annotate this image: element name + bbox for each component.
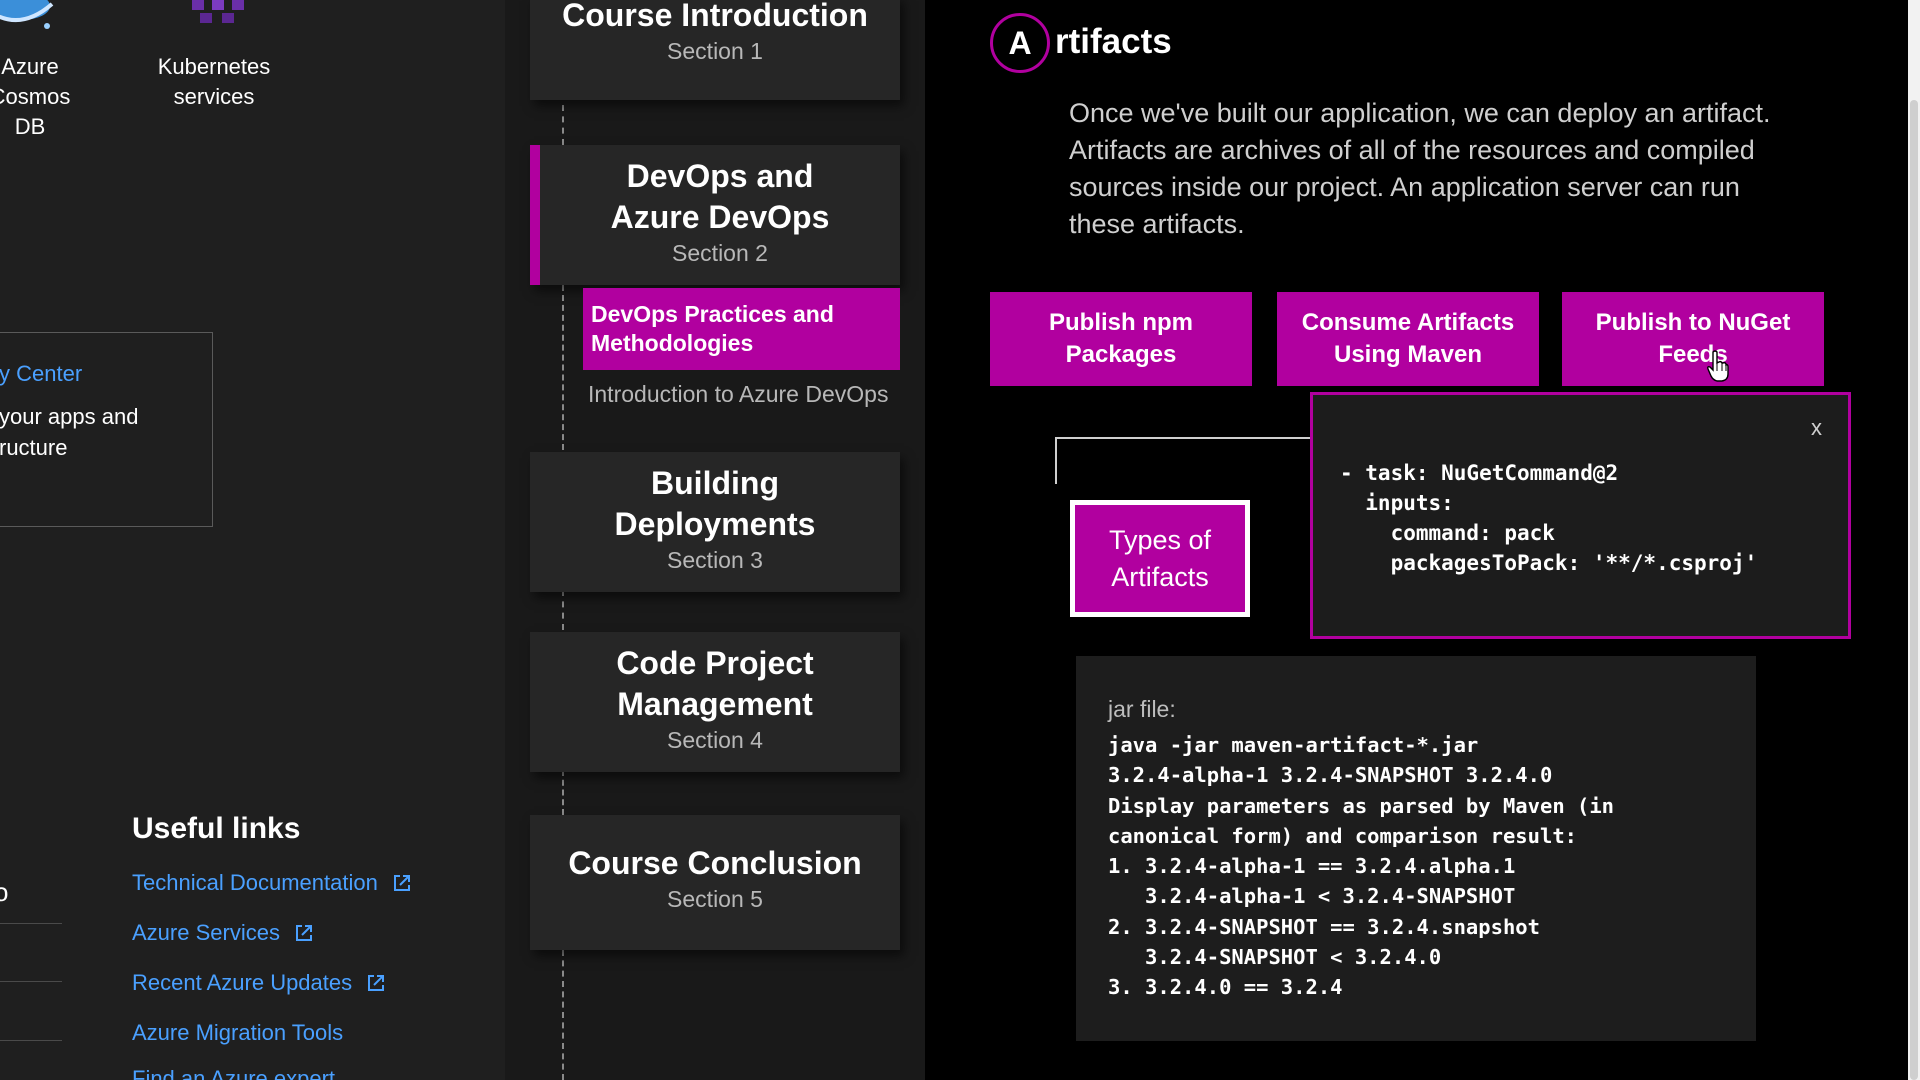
code-panel-label: jar file: (1108, 696, 1176, 722)
link-label: Recent Azure Updates (132, 970, 353, 995)
external-link-icon (295, 925, 312, 941)
section-title: Course Conclusion (568, 845, 862, 881)
lesson-intro-text: Once we've built our application, we can… (1069, 98, 1771, 239)
title-initial-badge: A (990, 13, 1050, 73)
service-label-kubernetes[interactable]: Kubernetes services (157, 54, 271, 109)
link-azure-services[interactable]: Azure Services (132, 920, 314, 946)
section-title: Code Project Management (616, 645, 814, 722)
service-label-cosmos-db[interactable]: Azure Cosmos DB (0, 54, 71, 139)
section-subtitle: Section 4 (667, 727, 763, 753)
useful-links-heading: Useful links (132, 812, 301, 845)
lesson-devops-practices[interactable]: DevOps Practices and Methodologies (583, 288, 900, 370)
timeline-connector (562, 105, 564, 145)
link-label: Find an Azure expert (132, 1066, 336, 1080)
azure-portal-panel: Azure Cosmos DB Kubernetes services y Ce… (0, 0, 505, 1080)
section-subtitle: Section 3 (667, 547, 763, 573)
link-label: Azure Migration Tools (132, 1020, 344, 1045)
hand-pointer-icon (1707, 350, 1729, 382)
nuget-code-popup: x - task: NuGetCommand@2 inputs: command… (1310, 392, 1851, 639)
code-output-panel: jar file: java -jar maven-artifact-*.jar… (1076, 656, 1756, 1041)
section-title: Course Introduction (562, 0, 868, 33)
timeline-connector (562, 285, 564, 450)
timeline-connector (562, 590, 564, 630)
timeline-connector (562, 950, 564, 1080)
link-azure-migration-tools[interactable]: Azure Migration Tools (132, 1020, 343, 1046)
security-center-card[interactable]: y Center your apps and ructure (0, 332, 213, 527)
timeline-connector (562, 770, 564, 815)
link-recent-azure-updates[interactable]: Recent Azure Updates (132, 970, 386, 996)
lesson-title: rtifacts (1055, 22, 1172, 61)
publish-nuget-button[interactable]: Publish to NuGet Feeds (1562, 292, 1824, 386)
divider (0, 1040, 62, 1041)
connector-line (1055, 437, 1315, 484)
publish-npm-button[interactable]: Publish npm Packages (990, 292, 1252, 386)
external-link-icon (368, 975, 385, 991)
link-find-azure-expert[interactable]: Find an Azure expert (132, 1066, 335, 1080)
divider (0, 923, 62, 924)
consume-maven-button[interactable]: Consume Artifacts Using Maven (1277, 292, 1539, 386)
section-subtitle: Section 1 (667, 38, 763, 64)
section-card-1[interactable]: Course Introduction Section 1 (530, 0, 900, 100)
section-card-5[interactable]: Course Conclusion Section 5 (530, 815, 900, 950)
security-center-link[interactable]: y Center (0, 361, 83, 386)
section-card-3[interactable]: Building Deployments Section 3 (530, 452, 900, 592)
lesson-intro-azure-devops[interactable]: Introduction to Azure DevOps (588, 381, 889, 407)
section-card-4[interactable]: Code Project Management Section 4 (530, 632, 900, 772)
link-label: Technical Documentation (132, 870, 378, 895)
link-technical-documentation[interactable]: Technical Documentation (132, 870, 412, 896)
security-center-description: your apps and ructure (0, 404, 139, 460)
section-title: Building Deployments (614, 465, 816, 542)
main-scrollbar-thumb[interactable] (1910, 100, 1918, 1080)
course-outline: Course Introduction Section 1 DevOps and… (505, 0, 925, 1080)
types-of-artifacts-button[interactable]: Types of Artifacts (1070, 500, 1250, 617)
link-label: Azure Services (132, 920, 280, 945)
section-subtitle: Section 2 (672, 240, 768, 266)
left-text-fragment: o (0, 877, 9, 907)
code-output-text: java -jar maven-artifact-*.jar 3.2.4-alp… (1108, 733, 1615, 1000)
popup-code-snippet: - task: NuGetCommand@2 inputs: command: … (1340, 461, 1758, 575)
kubernetes-icon[interactable] (190, 0, 246, 26)
close-button[interactable]: x (1811, 415, 1822, 440)
external-link-icon (393, 875, 410, 891)
divider (0, 981, 62, 982)
section-card-2[interactable]: DevOps and Azure DevOps Section 2 (530, 145, 900, 285)
section-subtitle: Section 5 (667, 886, 763, 912)
cosmos-db-icon[interactable] (0, 0, 55, 30)
lesson-content: A rtifacts Once we've built our applicat… (925, 0, 1920, 1080)
section-title: DevOps and Azure DevOps (610, 158, 830, 235)
